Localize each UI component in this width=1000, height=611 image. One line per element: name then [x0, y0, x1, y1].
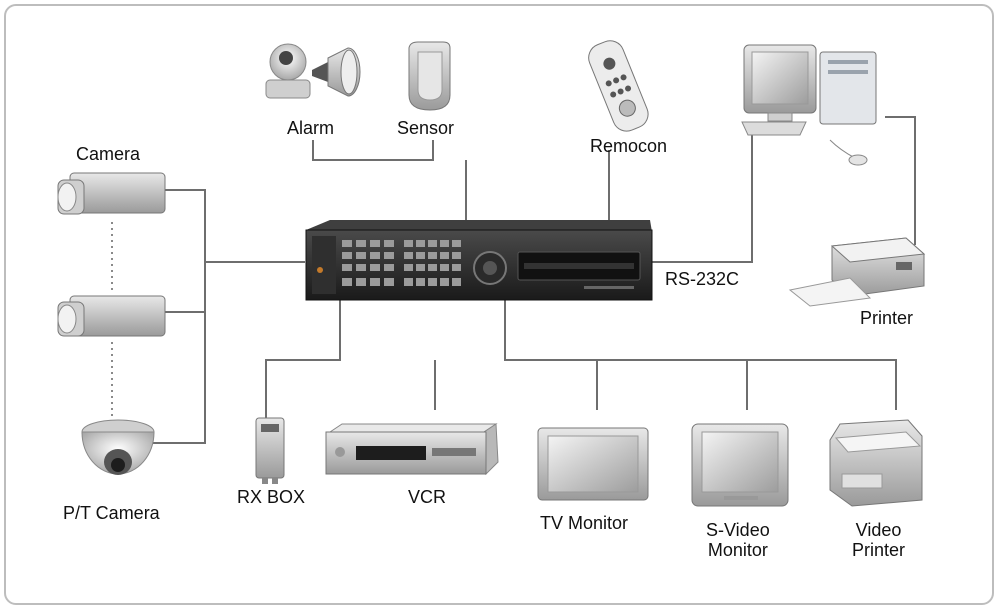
desktop-computer-icon — [741, 44, 877, 166]
receiver-box-icon — [255, 417, 285, 484]
pt-camera-label: P/T Camera — [63, 503, 160, 523]
video-printer-label: Video Printer — [852, 520, 905, 560]
vcr-icon — [325, 423, 499, 476]
vcr-label: VCR — [408, 487, 447, 507]
motion-sensor-icon — [408, 41, 451, 111]
crt-monitor-icon — [691, 423, 789, 507]
video-printer-label-line1: Video — [855, 520, 902, 540]
dvr-recorder-icon — [305, 220, 653, 301]
camera-label: Camera — [76, 144, 141, 164]
rx-box-label: RX BOX — [237, 487, 306, 507]
video-printer-icon — [829, 419, 923, 507]
dome-camera-icon — [81, 419, 155, 475]
tv-monitor-icon — [537, 427, 649, 501]
sensor-label: Sensor — [397, 118, 455, 138]
video-printer-label-line2: Printer — [852, 540, 906, 560]
alarm-siren-icon — [265, 43, 361, 99]
remocon-label: Remocon — [590, 136, 668, 156]
tv-monitor-label: TV Monitor — [540, 513, 629, 533]
connection-lines — [150, 116, 916, 444]
svideo-monitor-label-line1: S-Video — [706, 520, 770, 540]
box-camera-icon — [57, 172, 166, 215]
remote-control-icon — [588, 40, 649, 132]
rs232c-label: RS-232C — [665, 269, 740, 289]
printer-label: Printer — [860, 308, 914, 328]
printer-icon — [788, 237, 926, 307]
alarm-label: Alarm — [287, 118, 335, 138]
svideo-monitor-label: S-Video Monitor — [706, 520, 770, 560]
box-camera-icon — [57, 295, 166, 337]
svideo-monitor-label-line2: Monitor — [707, 540, 768, 560]
